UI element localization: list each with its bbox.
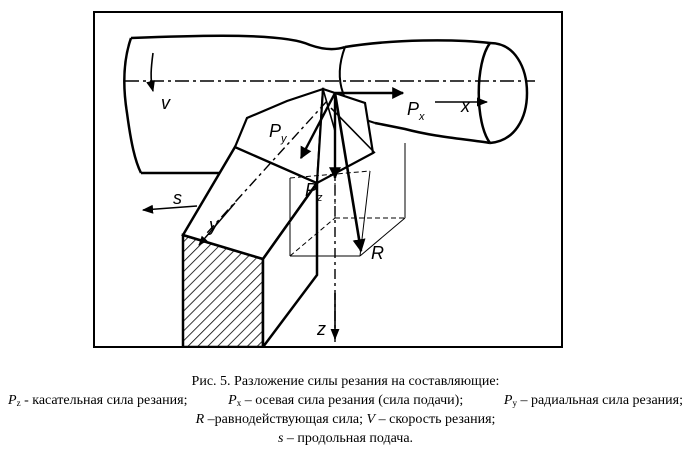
cutting-force-diagram: v s y x z R Px Py Pz (93, 11, 563, 348)
caption-line-4: s – продольная подача. (277, 431, 414, 446)
label-s: s (173, 188, 182, 208)
label-py: Py (269, 121, 288, 145)
label-z-axis: z (316, 319, 326, 339)
diagram-drawing: v s y x z R Px Py Pz (123, 34, 535, 346)
cutting-tool (181, 87, 376, 346)
caption-py: Py – радиальная сила резания; (503, 393, 683, 408)
label-x-axis: x (460, 96, 471, 116)
caption-line-3: R –равнодействующая сила; V – скорость р… (195, 412, 496, 427)
label-px: Px (407, 99, 425, 123)
label-v: v (161, 93, 171, 113)
label-y-axis: y (207, 215, 219, 235)
force-vectors (299, 87, 405, 253)
caption-pz: Pz - касательная сила резания; (8, 393, 188, 408)
label-resultant-r: R (371, 243, 384, 263)
caption-px: Px – осевая сила резания (сила подачи); (228, 393, 464, 408)
caption-line-2: Pz - касательная сила резания; Px – осев… (0, 391, 691, 410)
label-pz: Pz (305, 180, 323, 204)
figure-caption: Рис. 5. Разложение силы резания на соста… (0, 372, 691, 448)
caption-line-1: Рис. 5. Разложение силы резания на соста… (191, 374, 500, 389)
